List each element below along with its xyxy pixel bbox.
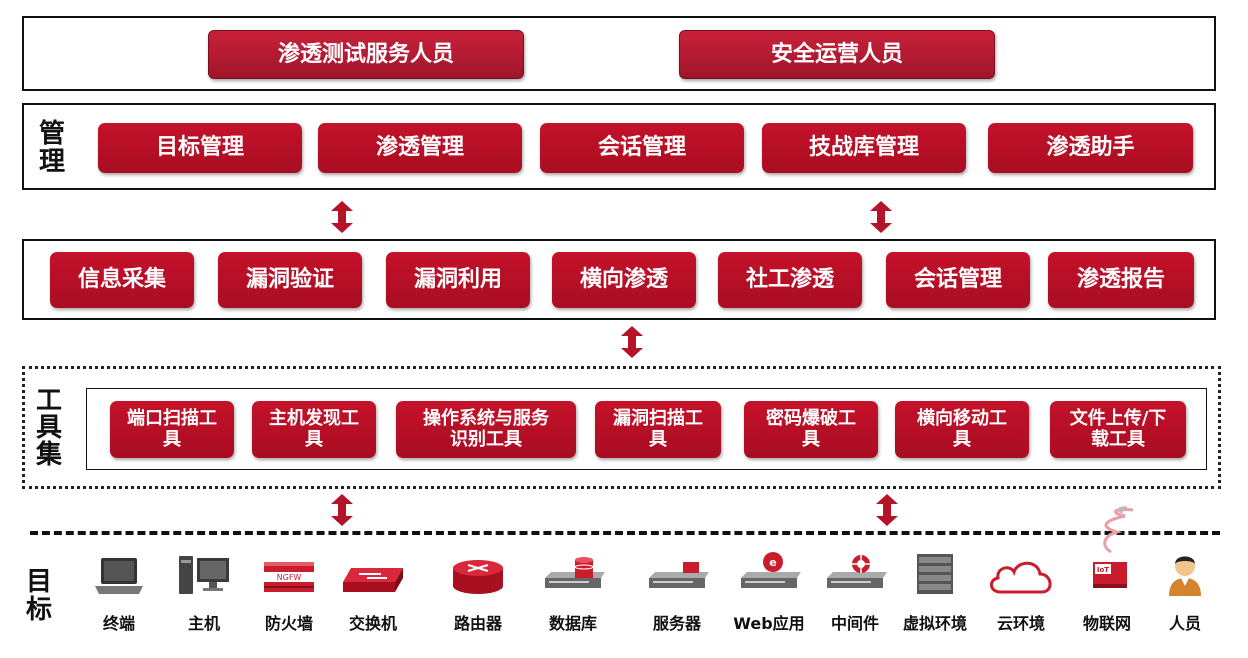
target-person[interactable]: 人员 xyxy=(1140,550,1230,634)
person-icon xyxy=(1169,556,1201,596)
mgmt-pentest-assistant[interactable]: 渗透助手 xyxy=(988,123,1193,173)
target-iot[interactable]: IoT 物联网 xyxy=(1062,506,1152,634)
target-server[interactable]: 服务器 xyxy=(632,550,722,634)
target-label: 主机 xyxy=(187,614,220,633)
double-arrow-icon xyxy=(331,494,353,526)
tool-file-upload-download[interactable]: 文件上传/下载工具 xyxy=(1050,401,1186,458)
virtual-env-icon xyxy=(917,554,953,594)
laptop-icon xyxy=(95,558,143,594)
management-label: 管理 xyxy=(38,119,65,177)
tool-os-service-detection[interactable]: 操作系统与服务识别工具 xyxy=(396,401,576,458)
double-arrow-icon xyxy=(876,494,898,526)
target-middleware[interactable]: 中间件 xyxy=(810,550,900,634)
func-pentest-report[interactable]: 渗透报告 xyxy=(1048,252,1194,308)
separator-line xyxy=(30,531,1220,535)
target-label: 路由器 xyxy=(453,614,502,633)
firewall-icon: NGFW xyxy=(264,562,314,592)
tool-password-brute[interactable]: 密码爆破工具 xyxy=(744,401,878,458)
tool-host-discovery[interactable]: 主机发现工具 xyxy=(252,401,376,458)
server-icon xyxy=(649,562,709,588)
mgmt-pentest-management[interactable]: 渗透管理 xyxy=(318,123,522,173)
target-label: 中间件 xyxy=(830,614,879,633)
desktop-icon xyxy=(179,556,229,594)
iot-badge: IoT xyxy=(1097,566,1109,574)
mgmt-target-management[interactable]: 目标管理 xyxy=(98,123,302,173)
role-security-ops[interactable]: 安全运营人员 xyxy=(679,30,995,79)
target-label: 防火墙 xyxy=(264,614,313,633)
tool-port-scan[interactable]: 端口扫描工具 xyxy=(110,401,234,458)
firewall-badge: NGFW xyxy=(277,573,302,582)
tool-lateral-movement[interactable]: 横向移动工具 xyxy=(895,401,1029,458)
target-web-app[interactable]: e Web应用 xyxy=(724,550,814,634)
target-label: 虚拟环境 xyxy=(902,614,967,633)
target-virtual-env[interactable]: 虚拟环境 xyxy=(890,550,980,634)
target-database[interactable]: 数据库 xyxy=(528,550,618,634)
toolset-label: 工具集 xyxy=(35,386,62,470)
target-label: Web应用 xyxy=(733,614,805,633)
target-label: 交换机 xyxy=(348,614,397,633)
func-info-gathering[interactable]: 信息采集 xyxy=(50,252,194,308)
target-label: 终端 xyxy=(102,614,135,633)
func-vuln-exploitation[interactable]: 漏洞利用 xyxy=(386,252,530,308)
database-icon xyxy=(545,557,605,588)
double-arrow-icon xyxy=(331,201,353,233)
mgmt-session-management[interactable]: 会话管理 xyxy=(540,123,744,173)
target-cloud[interactable]: 云环境 xyxy=(976,550,1066,634)
cloud-icon xyxy=(990,561,1052,594)
double-arrow-icon xyxy=(870,201,892,233)
iot-icon: IoT xyxy=(1093,506,1134,588)
func-session-management[interactable]: 会话管理 xyxy=(886,252,1030,308)
web-app-icon: e xyxy=(741,552,801,588)
target-host[interactable]: 主机 xyxy=(159,550,249,634)
target-label: 云环境 xyxy=(996,614,1045,633)
func-lateral-movement[interactable]: 横向渗透 xyxy=(552,252,696,308)
roles-panel xyxy=(22,16,1216,91)
middleware-icon xyxy=(827,555,887,588)
svg-text:e: e xyxy=(769,556,776,569)
target-firewall[interactable]: NGFW 防火墙 xyxy=(244,550,334,634)
target-label: 物联网 xyxy=(1082,614,1131,633)
router-icon xyxy=(453,560,503,594)
target-label: 服务器 xyxy=(652,614,701,633)
role-pentest-staff[interactable]: 渗透测试服务人员 xyxy=(208,30,524,79)
mgmt-tactics-library[interactable]: 技战库管理 xyxy=(762,123,966,173)
target-terminal[interactable]: 终端 xyxy=(74,550,164,634)
func-social-engineering[interactable]: 社工渗透 xyxy=(718,252,862,308)
target-label: 人员 xyxy=(1168,614,1201,633)
targets-label: 目标 xyxy=(25,567,52,625)
func-vuln-verification[interactable]: 漏洞验证 xyxy=(218,252,362,308)
target-label: 数据库 xyxy=(548,614,597,633)
target-switch[interactable]: 交换机 xyxy=(328,550,418,634)
double-arrow-icon xyxy=(621,326,643,358)
tool-vuln-scan[interactable]: 漏洞扫描工具 xyxy=(595,401,721,458)
target-router[interactable]: 路由器 xyxy=(433,550,523,634)
switch-icon xyxy=(343,568,403,592)
